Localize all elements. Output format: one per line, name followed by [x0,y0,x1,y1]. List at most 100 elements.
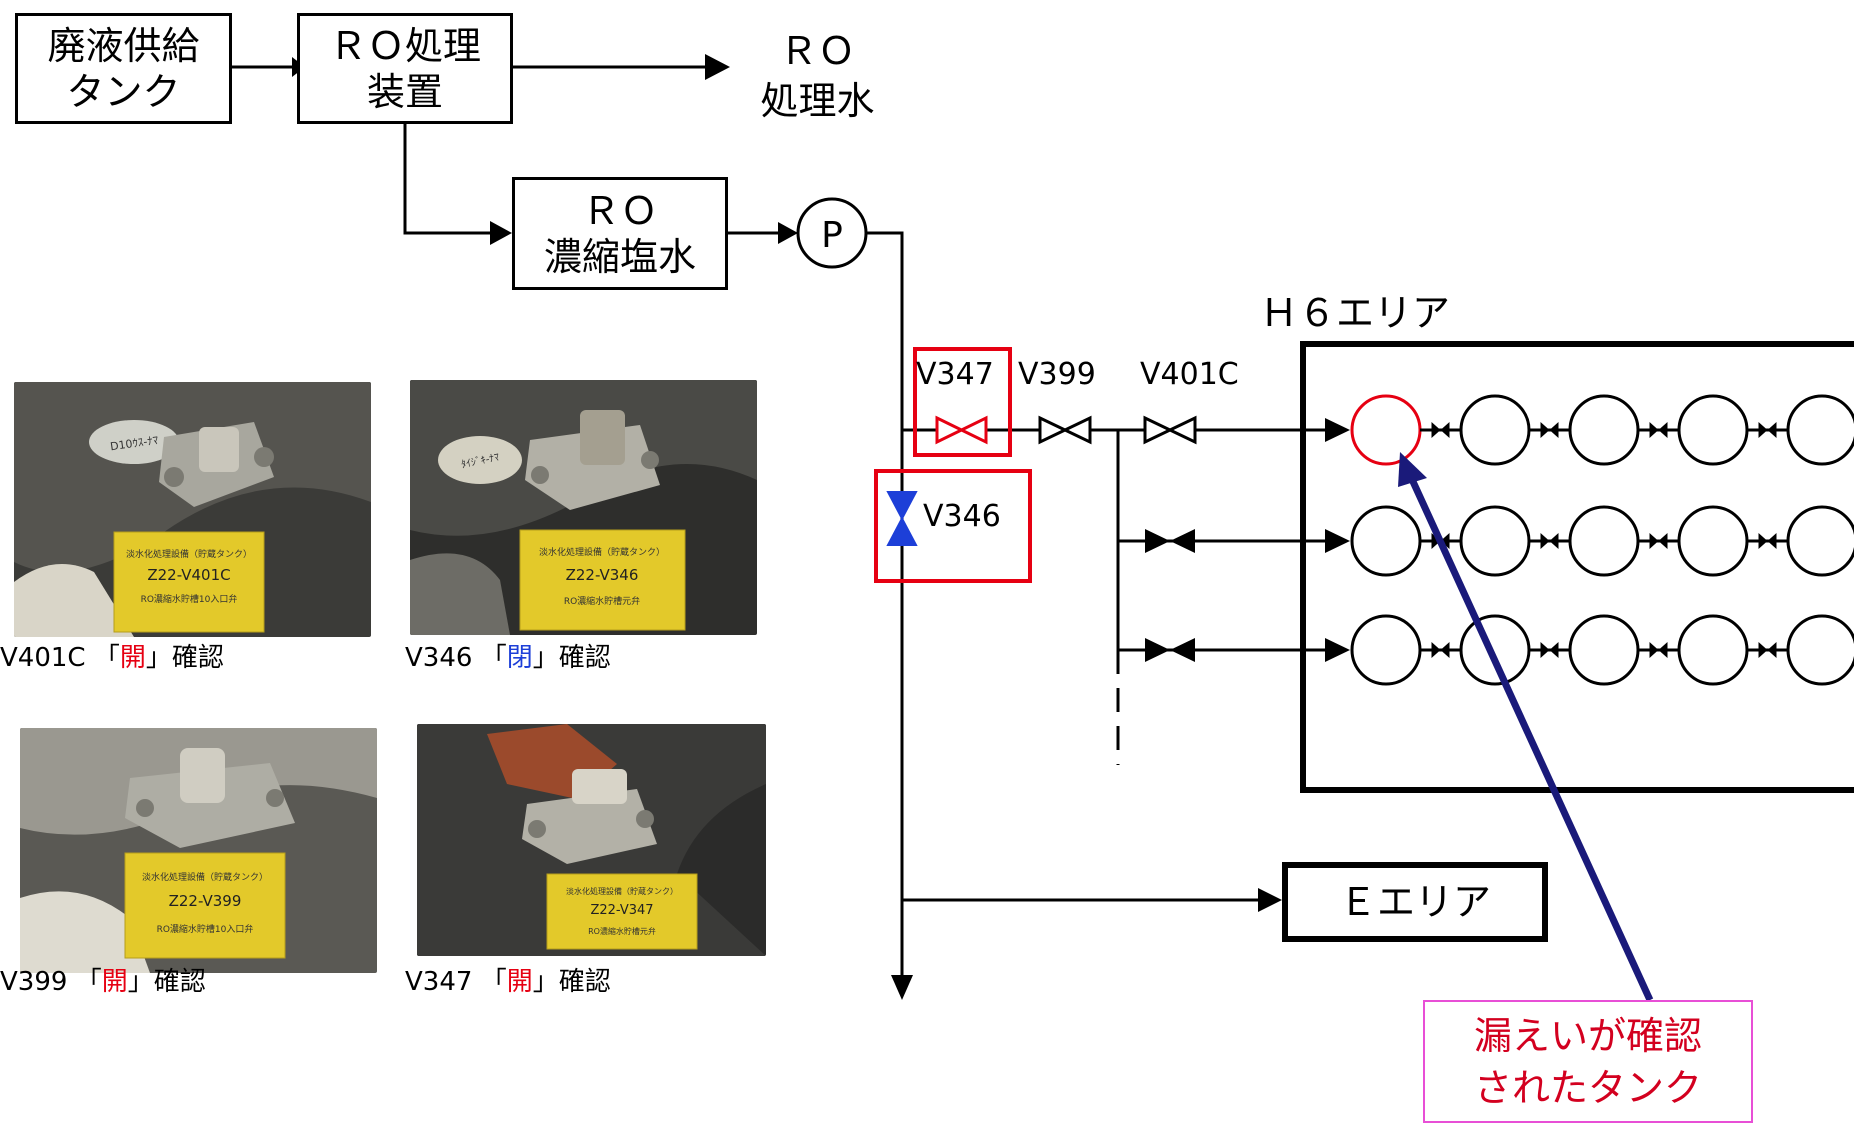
callout-line2: されたタンク [1473,1065,1702,1110]
tank-connector-valve [1758,422,1777,438]
tank-connector-valve [1540,533,1559,549]
tank [1459,505,1531,577]
caption-v346-open: 「 [480,643,507,673]
ro-treated-line1: ＲＯ [779,29,856,73]
caption-v399-open: 「 [75,967,102,997]
photo-v346: ﾀｲｼﾞｷ-ﾅﾏ 淡水化処理設備（貯蔵タンク） Z22-V346 RO濃縮水貯槽… [410,380,757,635]
waste-supply-tank-line2: タンク [66,69,181,114]
caption-v399-tail: 確認 [153,967,206,997]
caption-v401c-tail: 確認 [171,643,224,673]
tank [1350,614,1422,686]
valve-photo-image: 淡水化処理設備（貯蔵タンク） Z22-V399 RO濃縮水貯槽10入口弁 [20,728,377,973]
caption-v399-state: 開 [101,967,128,997]
caption-v346-close: 」 [532,643,559,673]
photo-v401c-tag-code: Z22-V401C [147,566,230,584]
tank-connector-valve [1431,422,1450,438]
h6-area-box [1300,341,1854,793]
ro-treated-line2: 処理水 [760,79,875,123]
ro-brine-line2: 濃縮塩水 [543,234,696,279]
v347-label: V347 [916,357,994,392]
caption-v401c-state: 開 [119,643,146,673]
photo-v401c-tag-line3: RO濃縮水貯槽10入口弁 [141,593,238,605]
tank [1786,614,1854,686]
callout-arrowhead [1398,452,1427,487]
caption-v347-open: 「 [480,967,507,997]
waste-supply-tank-box: 廃液供給 タンク [15,13,232,124]
tank [1786,505,1854,577]
valve-branch-row3-symbol [1145,638,1195,662]
valve-branch-row2-symbol [1145,529,1195,553]
caption-v347-valve: V347 [405,967,473,997]
tank [1677,614,1749,686]
caption-v347-close: 」 [532,967,559,997]
photo-v346-tag-code: Z22-V346 [566,566,639,584]
caption-v346-valve: V346 [405,643,473,673]
valve-v401c-symbol [1143,415,1197,445]
e-area-label: Ｅエリア [1338,880,1491,924]
caption-v346-tail: 確認 [558,643,611,673]
v346-label: V346 [923,499,1001,534]
caption-v401c-open: 「 [93,643,120,673]
v399-label: V399 [1018,357,1096,392]
tank [1350,505,1422,577]
callout-arrow-line [1406,473,1654,1002]
tank [1568,394,1640,466]
tank [1677,394,1749,466]
tank-connector-valve [1431,642,1450,658]
caption-v347-state: 開 [506,967,533,997]
tank-connector-valve [1649,422,1668,438]
photo-v399-tag-code: Z22-V399 [169,892,242,910]
photo-v347-tag-line3: RO濃縮水貯槽元弁 [588,926,656,936]
ro-unit-line1: ＲＯ処理 [328,23,481,68]
flow-lines [232,54,1350,1000]
valve-photo-image: D10ｳｽ-ﾅﾏ 淡水化処理設備（貯蔵タンク） Z22-V401C RO濃縮水貯… [14,382,371,637]
tank [1568,614,1640,686]
photo-v399-tag-line3: RO濃縮水貯槽10入口弁 [157,923,254,935]
caption-v399-valve: V399 [0,967,68,997]
caption-v399: V399 「開」確認 [0,966,206,998]
caption-v346-state: 閉 [506,643,533,673]
photo-v401c-tag-line1: 淡水化処理設備（貯蔵タンク） [126,548,252,560]
e-area-box: Ｅエリア [1282,862,1548,942]
tank-connector-valve [1758,533,1777,549]
tank-connector-valve [1540,422,1559,438]
tank-connector-valve [1649,642,1668,658]
pump-symbol: P [796,197,868,269]
leak-tank-callout: 漏えいが確認 されたタンク [1423,1000,1753,1123]
h6-area-label: Ｈ６エリア [1260,291,1451,335]
tank [1459,394,1531,466]
photo-v346-tag-line3: RO濃縮水貯槽元弁 [564,595,640,607]
ro-unit-line2: 装置 [366,69,443,114]
caption-v347-tail: 確認 [558,967,611,997]
caption-v401c-close: 」 [145,643,172,673]
caption-v401c: V401C 「開」確認 [0,642,224,674]
photo-v347-tag-code: Z22-V347 [590,903,653,918]
photo-v347: 淡水化処理設備（貯蔵タンク） Z22-V347 RO濃縮水貯槽元弁 [417,724,766,956]
leaking-tank [1350,394,1422,466]
valve-v347-symbol [935,415,988,445]
photo-v401c: D10ｳｽ-ﾅﾏ 淡水化処理設備（貯蔵タンク） Z22-V401C RO濃縮水貯… [14,382,371,637]
tank [1459,614,1531,686]
callout-line1: 漏えいが確認 [1473,1013,1702,1058]
photo-v399-tag-line1: 淡水化処理設備（貯蔵タンク） [142,871,268,883]
tank [1568,505,1640,577]
tank [1786,394,1854,466]
tank [1677,505,1749,577]
pump-label: P [821,215,843,256]
ro-treated-water-label: ＲＯ 処理水 [745,26,890,126]
tank-connector-valve [1758,642,1777,658]
valve-photo-image: 淡水化処理設備（貯蔵タンク） Z22-V347 RO濃縮水貯槽元弁 [417,724,766,956]
v401c-label: V401C [1140,357,1239,392]
photo-v347-tag-line1: 淡水化処理設備（貯蔵タンク） [566,886,678,896]
valve-photo-image: ﾀｲｼﾞｷ-ﾅﾏ 淡水化処理設備（貯蔵タンク） Z22-V346 RO濃縮水貯槽… [410,380,757,635]
ro-unit-box: ＲＯ処理 装置 [297,13,513,124]
photo-v399: 淡水化処理設備（貯蔵タンク） Z22-V399 RO濃縮水貯槽10入口弁 [20,728,377,973]
tank-connector-valve [1649,533,1668,549]
caption-v346: V346 「閉」確認 [405,642,611,674]
waste-supply-tank-line1: 廃液供給 [47,23,200,68]
caption-v401c-valve: V401C [0,643,86,673]
ro-brine-line1: ＲＯ [581,188,658,233]
v347-highlight-box [913,347,1012,457]
tank-grid [1350,394,1854,686]
